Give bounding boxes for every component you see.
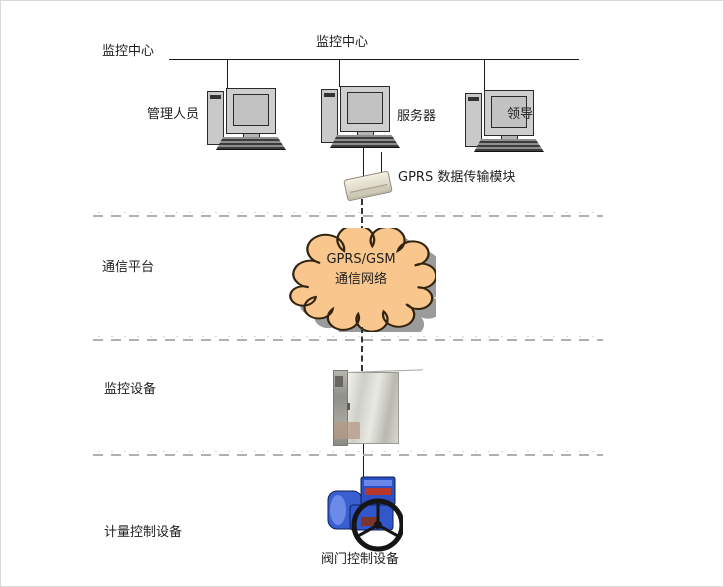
connector-bus-to-leader-pc (484, 59, 485, 91)
connector-bus-to-admin-pc (227, 59, 228, 89)
gprs-modem-icon (343, 170, 393, 202)
connector-modem-to-cloud (361, 199, 363, 232)
section-label-metering-control-device: 计量控制设备 (104, 525, 183, 540)
control-cabinet-icon (333, 370, 399, 446)
valve-actuator-icon (325, 475, 405, 555)
server-label: 服务器 (397, 109, 437, 124)
connector-cloud-to-cabinet (361, 327, 363, 371)
admin-computer-icon (207, 88, 287, 150)
pc-keyboard (216, 137, 286, 150)
connector-bus-to-server-pc (339, 59, 340, 87)
pc-keyboard (330, 135, 400, 148)
valve-label: 阀门控制设备 (320, 552, 399, 567)
network-cloud-shape (286, 224, 447, 342)
modem-antenna (381, 152, 382, 178)
section-label-monitoring-device: 监控设备 (104, 382, 157, 397)
cloud-text-line1: GPRS/GSM (326, 252, 396, 267)
pc-tower (207, 91, 224, 145)
connector-cabinet-to-valve (363, 444, 364, 481)
gprs-module-label: GPRS 数据传输模块 (398, 170, 516, 185)
cloud-body (289, 224, 438, 333)
server-computer-icon (321, 86, 401, 148)
diagram-title: 监控中心 (315, 35, 368, 50)
admin-label: 管理人员 (147, 107, 200, 122)
bus-line (169, 59, 579, 60)
section-label-monitoring-center: 监控中心 (102, 44, 155, 59)
leader-label: 领导 (507, 107, 534, 122)
pc-tower (465, 93, 482, 147)
cloud-text-line2: 通信网络 (334, 272, 387, 287)
section-separator-2 (93, 336, 603, 341)
section-label-communication-platform: 通信平台 (102, 260, 155, 275)
valve-handwheel (351, 498, 405, 552)
pc-keyboard (474, 139, 544, 152)
leader-computer-icon (465, 90, 545, 152)
section-separator-1 (93, 212, 603, 217)
section-separator-3 (93, 451, 603, 456)
connector-server-to-modem (363, 148, 364, 178)
pc-monitor (340, 86, 390, 132)
pc-monitor (484, 90, 534, 136)
pc-monitor (226, 88, 276, 134)
pc-tower (321, 89, 338, 143)
